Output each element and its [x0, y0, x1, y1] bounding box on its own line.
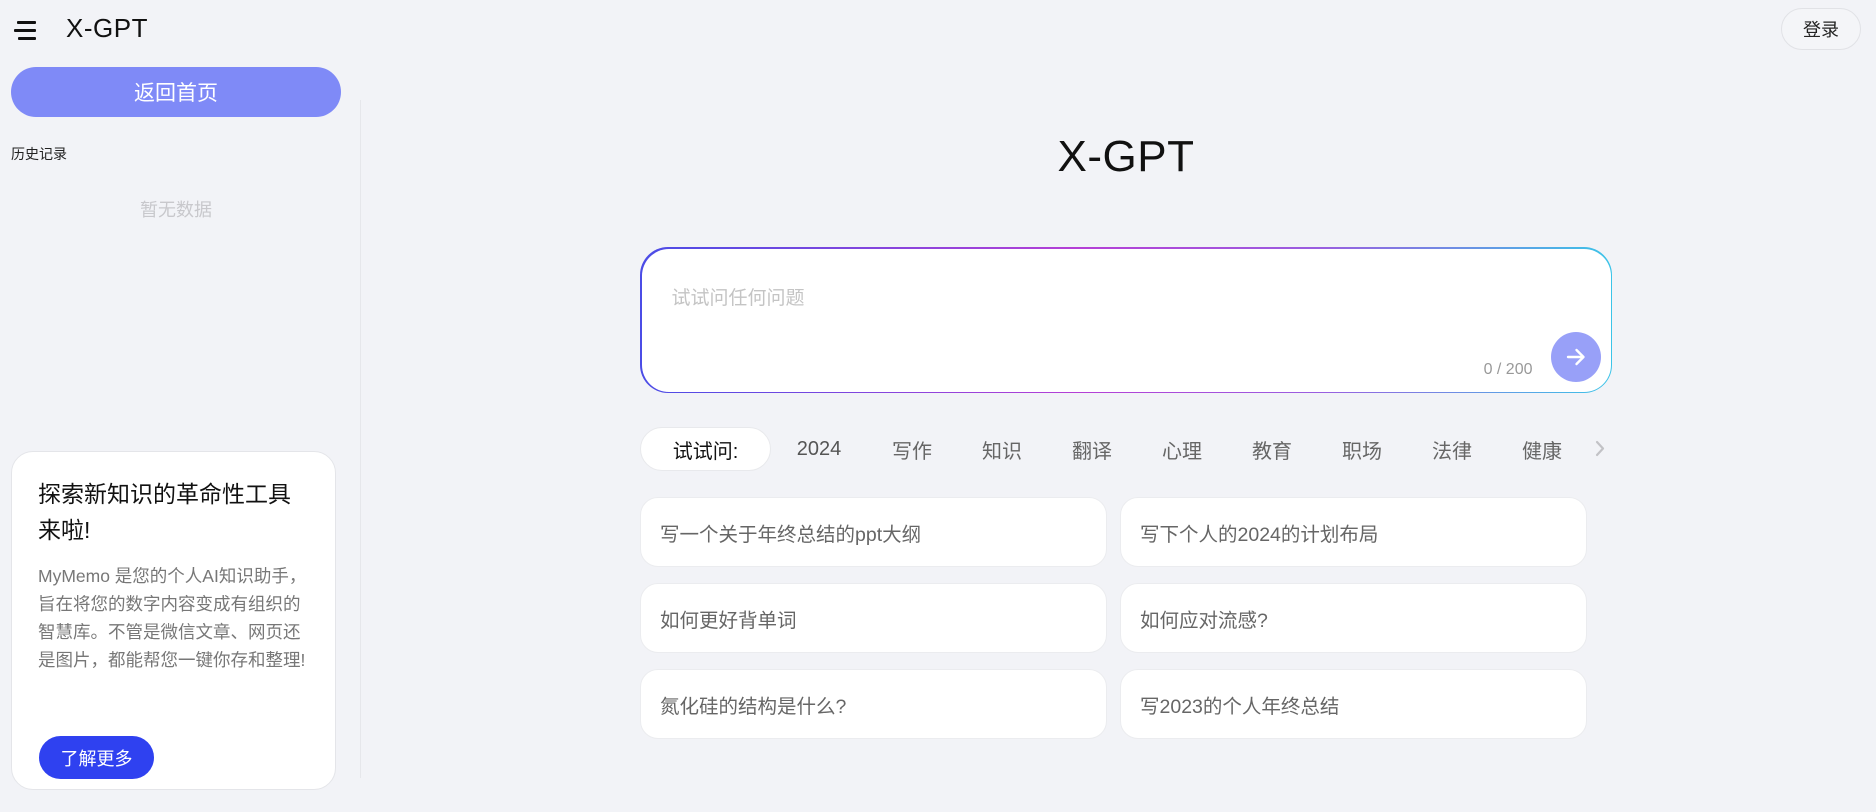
- tabs-next-button[interactable]: [1588, 437, 1612, 461]
- suggestion-card[interactable]: 写一个关于年终总结的ppt大纲: [640, 497, 1107, 567]
- promo-title: 探索新知识的革命性工具来啦!: [38, 481, 291, 543]
- tab-workplace[interactable]: 职场: [1342, 440, 1382, 463]
- back-home-button[interactable]: 返回首页: [11, 67, 341, 117]
- send-button[interactable]: [1550, 331, 1601, 382]
- page-title: X-GPT: [1057, 132, 1195, 181]
- suggestion-card[interactable]: 如何应对流感?: [1120, 583, 1587, 653]
- topic-tabs: 试试问: 2024 写作 知识 翻译 心理 教育 职场 法律 健康: [640, 427, 1620, 471]
- history-heading: 历史记录: [11, 146, 67, 162]
- sidebar: 返回首页 历史记录 暂无数据 探索新知识的革命性工具来啦! MyMemo 是您的…: [0, 60, 360, 812]
- arrow-right-icon: [1566, 348, 1585, 365]
- login-button[interactable]: 登录: [1781, 8, 1861, 50]
- suggestion-card[interactable]: 写2023的个人年终总结: [1120, 669, 1587, 739]
- tab-2024[interactable]: 2024: [796, 437, 842, 460]
- tab-translation[interactable]: 翻译: [1072, 440, 1112, 463]
- hamburger-menu-icon[interactable]: [12, 16, 40, 44]
- tab-law[interactable]: 法律: [1432, 440, 1472, 463]
- tab-writing[interactable]: 写作: [892, 440, 932, 463]
- top-header: X-GPT 登录: [0, 0, 1876, 60]
- suggestion-card[interactable]: 如何更好背单词: [640, 583, 1107, 653]
- history-empty-text: 暂无数据: [140, 200, 212, 220]
- question-input-container: 0 / 200: [640, 247, 1612, 393]
- char-count: 0 / 200: [1483, 360, 1533, 378]
- tab-psychology[interactable]: 心理: [1162, 440, 1202, 463]
- suggestion-card[interactable]: 写下个人的2024的计划布局: [1120, 497, 1587, 567]
- promo-description: MyMemo 是您的个人AI知识助手，旨在将您的数字内容变成有组织的智慧库。不管…: [38, 566, 307, 670]
- tab-knowledge[interactable]: 知识: [982, 440, 1022, 463]
- suggestion-card[interactable]: 氮化硅的结构是什么?: [640, 669, 1107, 739]
- question-input[interactable]: [671, 278, 1492, 319]
- tab-education[interactable]: 教育: [1252, 440, 1292, 463]
- chevron-right-icon: [1595, 440, 1605, 457]
- sidebar-divider: [360, 100, 361, 778]
- promo-card: 探索新知识的革命性工具来啦! MyMemo 是您的个人AI知识助手，旨在将您的数…: [11, 451, 336, 790]
- try-asking-label: 试试问:: [640, 427, 771, 471]
- learn-more-button[interactable]: 了解更多: [39, 736, 154, 779]
- tab-health[interactable]: 健康: [1522, 440, 1562, 463]
- app-title: X-GPT: [66, 13, 148, 43]
